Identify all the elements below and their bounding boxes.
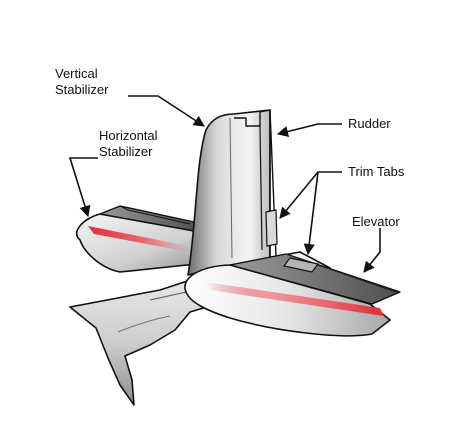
horizontal-stabilizer-arrow	[68, 157, 98, 218]
right-stabilizer-red-stripe	[205, 282, 384, 316]
right-elevator	[229, 253, 401, 305]
leader-lines	[68, 95, 381, 273]
elevator-label: Elevator	[352, 214, 400, 229]
horizontal-stabilizer-label-line1: Horizontal	[99, 128, 158, 143]
vertical-stabilizer-label-line2: Stabilizer	[55, 82, 109, 97]
right-horizontal-stabilizer	[184, 264, 391, 337]
trim-tabs-label: Trim Tabs	[348, 164, 405, 179]
elevator-arrow	[363, 228, 381, 273]
trim-tab-arrow-elevator	[303, 171, 319, 256]
vertical-stabilizer-label-line1: Vertical	[55, 66, 98, 81]
rudder-arrow	[276, 123, 342, 137]
vertical-stabilizer-arrow	[128, 95, 205, 127]
trim-tab-arrow-rudder	[279, 171, 342, 219]
elevator-trim-tab	[282, 257, 320, 273]
horizontal-stabilizer-label: Horizontal Stabilizer	[99, 128, 158, 160]
vertical-stabilizer	[187, 109, 271, 276]
rudder-label: Rudder	[348, 116, 391, 131]
rudder-trim-tab	[265, 209, 278, 247]
vertical-stabilizer-label: Vertical Stabilizer	[55, 66, 108, 98]
horizontal-stabilizer-label-line2: Stabilizer	[99, 144, 153, 159]
left-stabilizer-red-stripe	[88, 226, 190, 252]
